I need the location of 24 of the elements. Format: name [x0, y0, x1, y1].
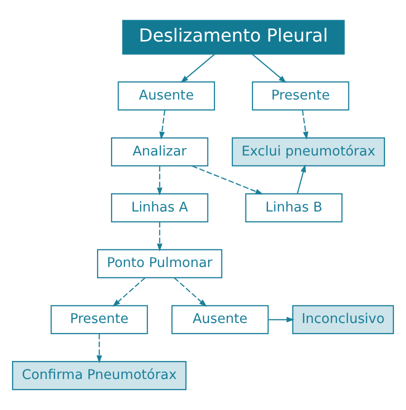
arrow	[252, 54, 286, 83]
arrow	[296, 164, 306, 194]
arrow	[112, 277, 146, 307]
node-box: Inconclusivo	[292, 305, 394, 334]
node-box: Deslizamento Pleural	[122, 20, 345, 55]
node-box: Linhas B	[245, 193, 343, 222]
arrow	[302, 110, 308, 140]
arrow	[192, 165, 264, 194]
arrow	[174, 277, 207, 307]
arrow	[180, 54, 216, 83]
arrow	[268, 316, 294, 322]
arrow	[96, 334, 102, 364]
node-box: Ponto Pulmonar	[97, 249, 222, 278]
node-box: Presente	[252, 81, 350, 110]
arrow	[159, 110, 166, 140]
node-box: Linhas A	[111, 193, 208, 222]
arrow	[156, 166, 162, 196]
node-box: Analizar	[111, 137, 208, 166]
node-box: Ausente	[118, 81, 216, 110]
node-box: Presente	[50, 305, 148, 334]
node-box: Ausente	[171, 305, 269, 334]
arrow	[156, 222, 162, 252]
node-box: Confirma Pneumotórax	[12, 361, 186, 390]
node-box: Exclui pneumotórax	[232, 137, 385, 166]
